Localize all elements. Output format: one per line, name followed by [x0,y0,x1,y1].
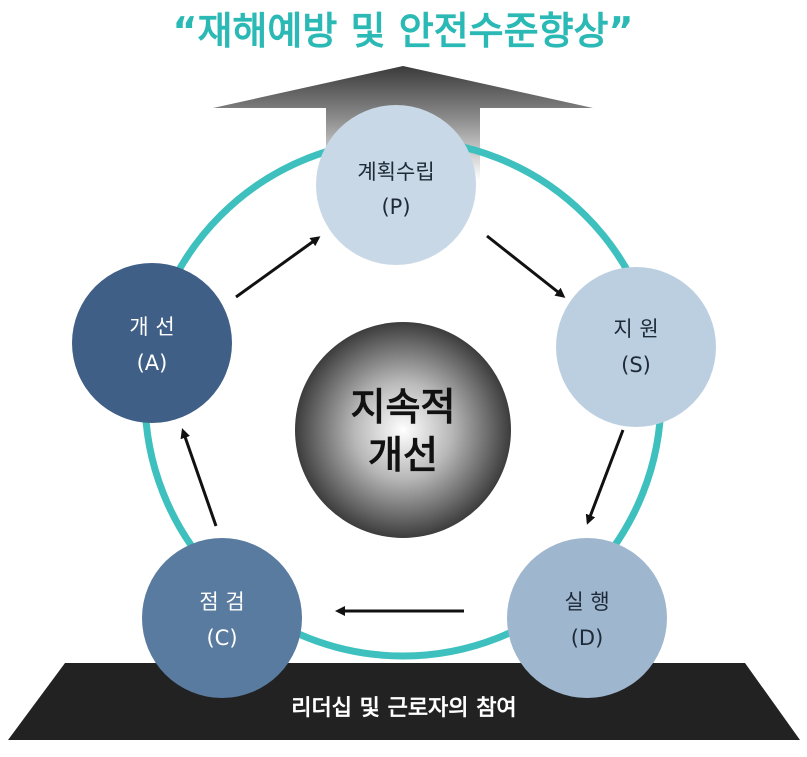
node-do: 실 행 (D) [507,538,667,698]
arrow-act-to-plan [235,236,321,299]
center-label-line1: 지속적 [351,385,456,429]
arrow-check-to-act [180,428,218,527]
node-act-name: 개 선 [129,315,174,339]
node-plan-code: (P) [381,195,410,219]
node-do-code: (D) [571,626,604,650]
node-act-code: (A) [137,351,168,375]
node-support-name: 지 원 [613,317,658,341]
node-plan-name: 계획수립 [357,160,434,184]
diagram-title: “재해예방 및 안전수준향상” [173,9,634,53]
base-label: 리더십 및 근로자의 참여 [291,696,516,721]
node-support-code: (S) [621,353,651,377]
node-plan: 계획수립 (P) [316,105,476,265]
center-label-line2: 개선 [368,433,438,477]
node-support: 지 원 (S) [556,267,716,427]
arrow-support-to-do [585,429,625,525]
node-check: 점 검 (C) [142,538,302,698]
center-sphere: 지속적 개선 [295,322,511,538]
node-act: 개 선 (A) [72,263,232,423]
node-do-name: 실 행 [564,590,609,614]
arrow-plan-to-support [486,234,566,298]
node-check-code: (C) [206,626,237,650]
node-check-name: 점 검 [199,590,244,614]
